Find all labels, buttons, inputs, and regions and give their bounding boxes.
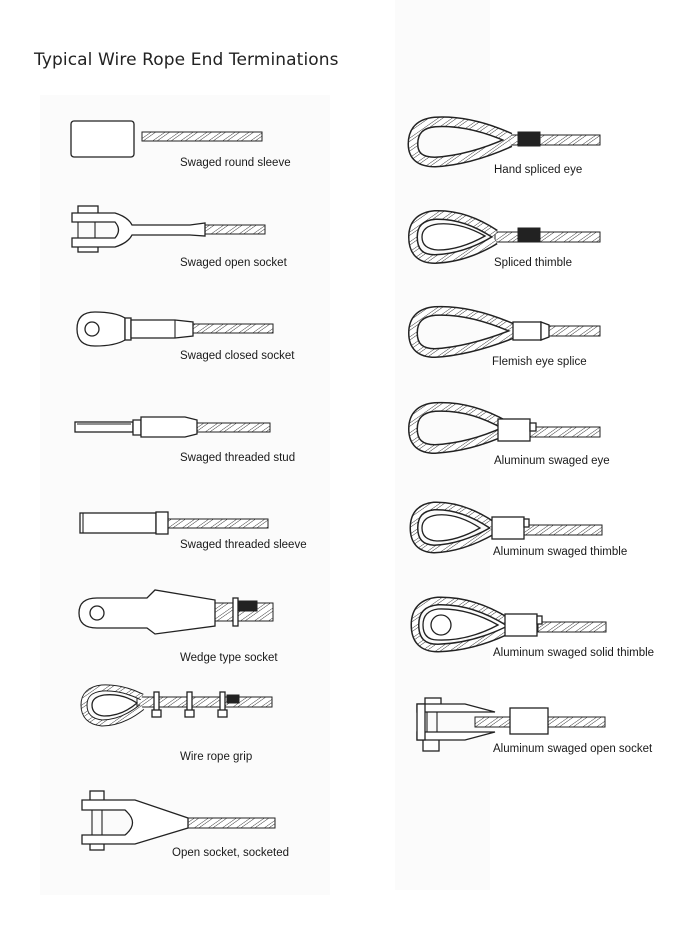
- page-title: Typical Wire Rope End Terminations: [34, 50, 339, 70]
- label-swaged-open-socket: Swaged open socket: [180, 257, 287, 269]
- label-swaged-threaded-stud: Swaged threaded stud: [180, 452, 296, 464]
- label-hand-spliced-eye: Hand spliced eye: [494, 164, 583, 176]
- label-flemish-eye-splice: Flemish eye splice: [492, 356, 587, 368]
- label-wedge-type-socket: Wedge type socket: [180, 652, 278, 664]
- label-swaged-threaded-sleeve: Swaged threaded sleeve: [180, 539, 307, 551]
- swaged-threaded-sleeve-icon: [79, 511, 269, 535]
- label-open-socket-socketed: Open socket, socketed: [172, 847, 289, 859]
- label-spliced-thimble: Spliced thimble: [494, 257, 572, 269]
- wedge-type-socket-icon: [78, 589, 274, 635]
- aluminum-swaged-eye-icon: [407, 401, 601, 455]
- wire-rope-grip-icon: [80, 684, 273, 727]
- label-swaged-round-sleeve: Swaged round sleeve: [180, 157, 291, 169]
- spliced-thimble-icon: [407, 209, 601, 265]
- hand-spliced-eye-icon: [407, 116, 601, 168]
- label-aluminum-swaged-solid-thimble: Aluminum swaged solid thimble: [493, 647, 655, 659]
- label-wire-rope-grip: Wire rope grip: [180, 751, 253, 763]
- swaged-open-socket-icon: [71, 205, 266, 253]
- label-aluminum-swaged-open-socket: Aluminum swaged open socket: [493, 743, 653, 755]
- swaged-round-sleeve-icon: [70, 120, 263, 158]
- swaged-threaded-stud-icon: [74, 416, 271, 438]
- open-socket-socketed-icon: [81, 790, 276, 851]
- aluminum-swaged-thimble-icon: [409, 501, 603, 554]
- aluminum-swaged-open-socket-icon: [416, 697, 606, 752]
- label-aluminum-swaged-thimble: Aluminum swaged thimble: [493, 546, 628, 558]
- label-aluminum-swaged-eye: Aluminum swaged eye: [494, 455, 610, 467]
- swaged-closed-socket-icon: [76, 311, 274, 347]
- flemish-eye-splice-icon: [407, 305, 601, 359]
- aluminum-swaged-solid-thimble-icon: [410, 596, 607, 653]
- label-swaged-closed-socket: Swaged closed socket: [180, 350, 295, 362]
